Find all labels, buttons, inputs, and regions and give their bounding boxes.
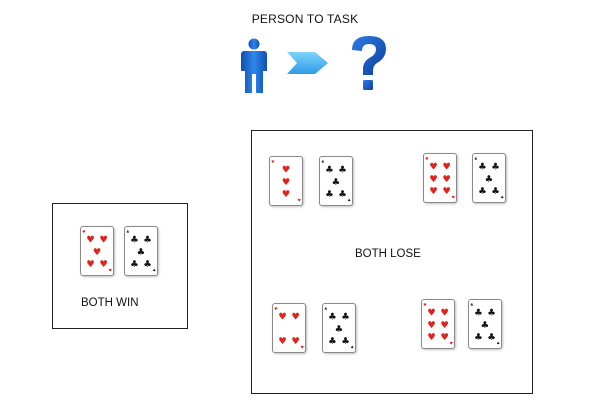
club-pip-icon: ♣ bbox=[478, 162, 486, 173]
corner-index-icon: ♣ bbox=[347, 199, 350, 203]
club-pip-icon: ♣ bbox=[328, 336, 336, 347]
heart-pip-icon: ♥ bbox=[99, 259, 107, 270]
club-pip-icon: ♣ bbox=[338, 189, 346, 200]
arrow-right-icon bbox=[287, 51, 329, 75]
club-pip-icon: ♣ bbox=[143, 235, 151, 246]
corner-index-icon: ♥ bbox=[274, 307, 277, 311]
four-of-hearts-card: ♥♥♥♥♥♥ bbox=[272, 303, 306, 353]
heart-pip-icon: ♥ bbox=[440, 320, 448, 331]
heart-pip-icon: ♥ bbox=[291, 336, 299, 347]
corner-index-icon: ♣ bbox=[474, 157, 477, 161]
heart-pip-icon: ♥ bbox=[429, 174, 437, 185]
club-pip-icon: ♣ bbox=[341, 312, 349, 323]
five-of-clubs-card: ♣♣♣♣♣♣♣ bbox=[472, 153, 506, 203]
corner-index-icon: ♥ bbox=[451, 196, 454, 200]
card-face: ♣♣♣♣♣♣♣ bbox=[324, 307, 354, 350]
six-of-hearts-card: ♥♥♥♥♥♥♥♥ bbox=[423, 153, 457, 203]
club-pip-icon: ♣ bbox=[328, 312, 336, 323]
five-of-clubs-card: ♣♣♣♣♣♣♣ bbox=[468, 299, 502, 349]
heart-pip-icon: ♥ bbox=[99, 235, 107, 246]
club-pip-icon: ♣ bbox=[481, 320, 489, 331]
corner-index-icon: ♥ bbox=[449, 342, 452, 346]
corner-index-icon: ♥ bbox=[300, 346, 303, 350]
corner-index-icon: ♣ bbox=[152, 269, 155, 273]
both-win-label: BOTH WIN bbox=[81, 297, 139, 309]
heart-pip-icon: ♥ bbox=[278, 336, 286, 347]
club-pip-icon: ♣ bbox=[474, 332, 482, 343]
club-pip-icon: ♣ bbox=[341, 336, 349, 347]
club-pip-icon: ♣ bbox=[137, 247, 145, 258]
card-face: ♣♣♣♣♣♣♣ bbox=[321, 160, 351, 203]
card-face: ♥♥♥♥♥♥♥♥ bbox=[423, 303, 453, 346]
card-face: ♥♥♥♥♥♥♥ bbox=[82, 230, 112, 273]
card-face: ♣♣♣♣♣♣♣ bbox=[126, 230, 156, 273]
corner-index-icon: ♣ bbox=[500, 196, 503, 200]
club-pip-icon: ♣ bbox=[332, 177, 340, 188]
heart-pip-icon: ♥ bbox=[427, 308, 435, 319]
corner-index-icon: ♣ bbox=[350, 346, 353, 350]
corner-index-icon: ♥ bbox=[108, 269, 111, 273]
club-pip-icon: ♣ bbox=[485, 174, 493, 185]
heart-pip-icon: ♥ bbox=[93, 247, 101, 258]
corner-index-icon: ♣ bbox=[496, 342, 499, 346]
heart-pip-icon: ♥ bbox=[282, 177, 290, 188]
five-of-clubs-card: ♣♣♣♣♣♣♣ bbox=[322, 303, 356, 353]
header-title: PERSON TO TASK bbox=[251, 12, 359, 26]
heart-pip-icon: ♥ bbox=[278, 312, 286, 323]
club-pip-icon: ♣ bbox=[338, 165, 346, 176]
club-pip-icon: ♣ bbox=[130, 235, 138, 246]
question-mark-icon bbox=[348, 34, 390, 94]
heart-pip-icon: ♥ bbox=[427, 332, 435, 343]
club-pip-icon: ♣ bbox=[325, 165, 333, 176]
corner-index-icon: ♣ bbox=[126, 230, 129, 234]
club-pip-icon: ♣ bbox=[130, 259, 138, 270]
card-face: ♥♥♥♥♥♥♥♥ bbox=[425, 157, 455, 200]
club-pip-icon: ♣ bbox=[325, 189, 333, 200]
heart-pip-icon: ♥ bbox=[427, 320, 435, 331]
heart-pip-icon: ♥ bbox=[282, 165, 290, 176]
person-icon bbox=[239, 38, 269, 94]
five-of-clubs-card: ♣♣♣♣♣♣♣ bbox=[124, 226, 158, 276]
heart-pip-icon: ♥ bbox=[442, 174, 450, 185]
heart-pip-icon: ♥ bbox=[440, 332, 448, 343]
both-lose-panel: ♥♥♥♥♥ ♣♣♣♣♣♣♣ ♥♥♥♥♥♥♥♥ ♣♣♣♣♣♣♣ BOTH LOSE… bbox=[251, 130, 533, 394]
heart-pip-icon: ♥ bbox=[429, 162, 437, 173]
heart-pip-icon: ♥ bbox=[291, 312, 299, 323]
five-of-hearts-card: ♥♥♥♥♥♥♥ bbox=[80, 226, 114, 276]
club-pip-icon: ♣ bbox=[491, 162, 499, 173]
club-pip-icon: ♣ bbox=[487, 308, 495, 319]
heart-pip-icon: ♥ bbox=[86, 235, 94, 246]
club-pip-icon: ♣ bbox=[335, 324, 343, 335]
corner-index-icon: ♣ bbox=[470, 303, 473, 307]
heart-pip-icon: ♥ bbox=[86, 259, 94, 270]
heart-pip-icon: ♥ bbox=[429, 186, 437, 197]
corner-index-icon: ♥ bbox=[423, 303, 426, 307]
card-face: ♣♣♣♣♣♣♣ bbox=[470, 303, 500, 346]
corner-index-icon: ♣ bbox=[324, 307, 327, 311]
both-win-panel: ♥♥♥♥♥♥♥ ♣♣♣♣♣♣♣ BOTH WIN bbox=[52, 203, 188, 329]
heart-pip-icon: ♥ bbox=[440, 308, 448, 319]
corner-index-icon: ♥ bbox=[82, 230, 85, 234]
corner-index-icon: ♥ bbox=[297, 199, 300, 203]
heart-pip-icon: ♥ bbox=[442, 162, 450, 173]
card-face: ♥♥♥♥♥ bbox=[271, 160, 301, 203]
card-face: ♥♥♥♥♥♥ bbox=[274, 307, 304, 350]
club-pip-icon: ♣ bbox=[474, 308, 482, 319]
heart-pip-icon: ♥ bbox=[442, 186, 450, 197]
corner-index-icon: ♥ bbox=[425, 157, 428, 161]
three-of-hearts-card: ♥♥♥♥♥ bbox=[269, 156, 303, 206]
both-lose-label: BOTH LOSE bbox=[355, 248, 421, 260]
corner-index-icon: ♥ bbox=[271, 160, 274, 164]
heart-pip-icon: ♥ bbox=[282, 189, 290, 200]
club-pip-icon: ♣ bbox=[487, 332, 495, 343]
six-of-hearts-card: ♥♥♥♥♥♥♥♥ bbox=[421, 299, 455, 349]
five-of-clubs-card: ♣♣♣♣♣♣♣ bbox=[319, 156, 353, 206]
club-pip-icon: ♣ bbox=[478, 186, 486, 197]
club-pip-icon: ♣ bbox=[491, 186, 499, 197]
card-face: ♣♣♣♣♣♣♣ bbox=[474, 157, 504, 200]
corner-index-icon: ♣ bbox=[321, 160, 324, 164]
club-pip-icon: ♣ bbox=[143, 259, 151, 270]
